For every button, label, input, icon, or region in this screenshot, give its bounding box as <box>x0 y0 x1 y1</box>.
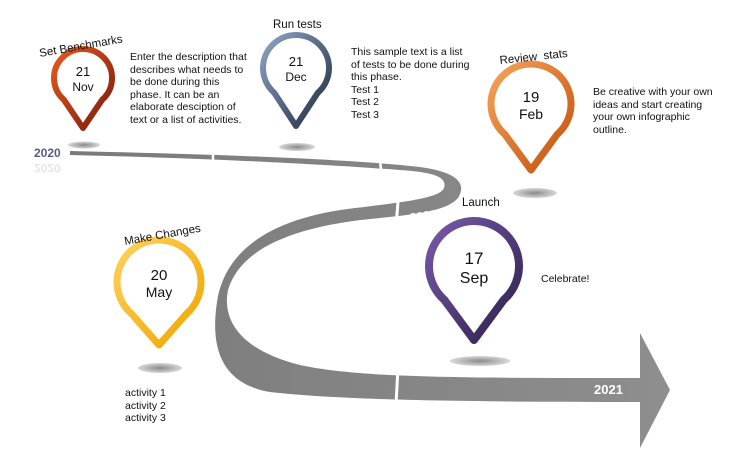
year-label-mid: 2021 <box>409 207 438 225</box>
year-label-end: 2021 <box>594 382 623 397</box>
pin-shadow <box>68 141 100 149</box>
map-pin-icon <box>425 217 523 344</box>
milestone-month: Dec <box>285 70 306 84</box>
milestone-day: 21 <box>289 54 303 69</box>
milestone-description-review-stats: Be creative with your own ideas and star… <box>593 86 713 136</box>
road-gap <box>394 201 400 227</box>
milestone-description-launch: Celebrate! <box>541 273 590 285</box>
map-pin-icon <box>113 236 205 349</box>
milestone-month: May <box>146 284 172 300</box>
pin-shadow <box>513 188 557 198</box>
milestone-description-run-tests: This sample text is a list of tests to b… <box>351 46 470 121</box>
map-pin-icon <box>51 46 115 131</box>
milestone-day: 19 <box>523 89 540 106</box>
milestone-day: 21 <box>76 64 90 79</box>
map-pin-icon <box>260 32 332 129</box>
map-pin-icon <box>487 60 575 174</box>
year-label-start-reflection: 2020 <box>34 161 61 175</box>
milestone-day: 17 <box>465 249 484 268</box>
milestone-month: Sep <box>460 270 489 287</box>
milestone-title: Run tests <box>273 19 322 31</box>
milestone-day: 20 <box>151 267 168 284</box>
milestone-description-make-changes: activity 1 activity 2 activity 3 <box>125 387 166 424</box>
milestone-title: Launch <box>462 197 500 209</box>
milestone-description-set-benchmarks: Enter the description that describes wha… <box>130 51 247 126</box>
timeline-road <box>70 151 670 448</box>
road-ribbon <box>70 151 670 448</box>
milestone-month: Nov <box>72 80 93 94</box>
road-gap <box>378 159 383 171</box>
year-label-start: 2020 <box>34 146 61 160</box>
pin-shadow <box>138 363 182 373</box>
road-gap <box>394 367 400 405</box>
pin-shadow <box>450 356 510 366</box>
milestone-month: Feb <box>519 106 543 122</box>
pin-shadow <box>279 143 315 151</box>
